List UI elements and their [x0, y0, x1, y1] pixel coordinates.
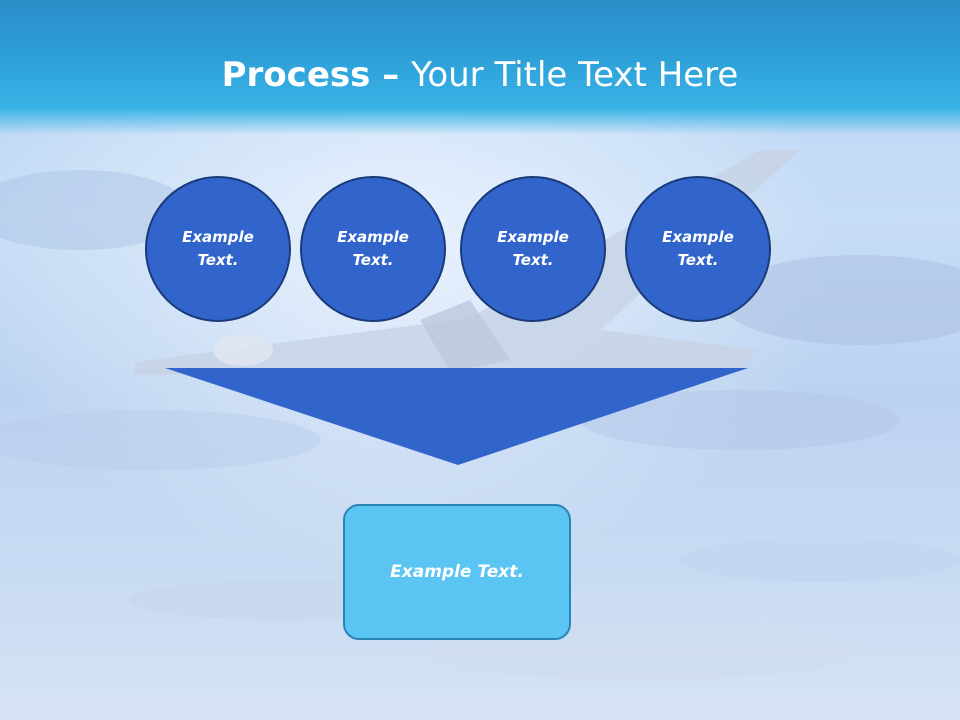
- step-circle-3: Example Text.: [460, 176, 606, 322]
- step-label-3: Example Text.: [497, 228, 569, 269]
- step-label-4: Example Text.: [662, 228, 734, 269]
- step-circle-2: Example Text.: [300, 176, 446, 322]
- step-label-1: Example Text.: [182, 228, 254, 269]
- result-label: Example Text.: [390, 562, 524, 582]
- slide-title: Process – Your Title Text Here: [0, 48, 960, 102]
- step-label-2: Example Text.: [337, 228, 409, 269]
- title-separator: –: [370, 55, 412, 95]
- result-box: Example Text.: [343, 504, 571, 640]
- step-circle-1: Example Text.: [145, 176, 291, 322]
- title-bold-part: Process: [221, 55, 371, 95]
- title-normal-part: Your Title Text Here: [411, 55, 739, 95]
- step-circle-4: Example Text.: [625, 176, 771, 322]
- title-band: [0, 0, 960, 135]
